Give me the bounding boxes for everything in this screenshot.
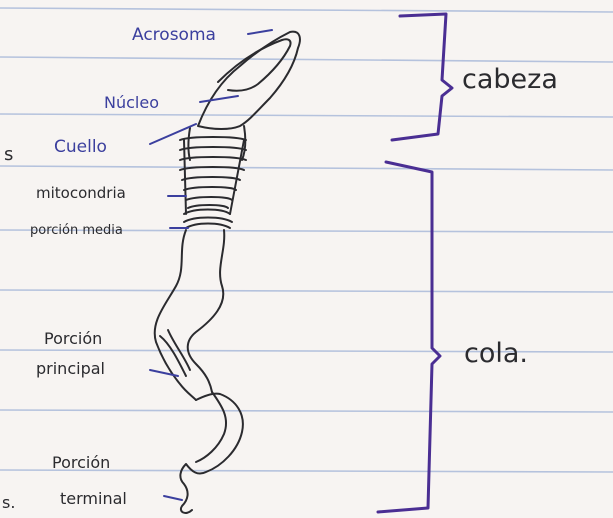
margin-mark-bottom: s. [2,493,15,512]
mitochondria-coils [180,137,246,208]
label-acrosoma: Acrosoma [132,25,216,45]
neck-outline [189,126,246,160]
label-porcion-terminal-line2: terminal [60,489,127,508]
label-nucleo: Núcleo [104,93,159,112]
label-porcion-media: porción media [30,223,123,238]
principal-piece-hatch [160,330,190,376]
sperm-drawing [155,32,300,513]
acrosome-outline [218,39,291,91]
midpiece-rings [184,210,232,229]
label-porcion-terminal-line1: Porción [52,453,110,472]
bracket-label-cola: cola. [464,338,528,369]
principal-piece-outline [155,230,225,400]
label-pointers [150,30,272,500]
label-cuello: Cuello [54,137,107,157]
label-porcion-principal-line2: principal [36,359,105,378]
label-mitocondria: mitocondria [36,184,126,202]
bracket-label-cabeza: cabeza [462,64,558,95]
label-porcion-principal-line1: Porción [44,329,102,348]
cola-bracket [378,162,440,512]
margin-mark-top: s [4,144,13,165]
cabeza-bracket [392,14,452,140]
structure-labels: Acrosoma Núcleo Cuello mitocondria porci… [2,25,558,512]
terminal-piece-inner [196,392,226,462]
brackets [378,14,452,512]
